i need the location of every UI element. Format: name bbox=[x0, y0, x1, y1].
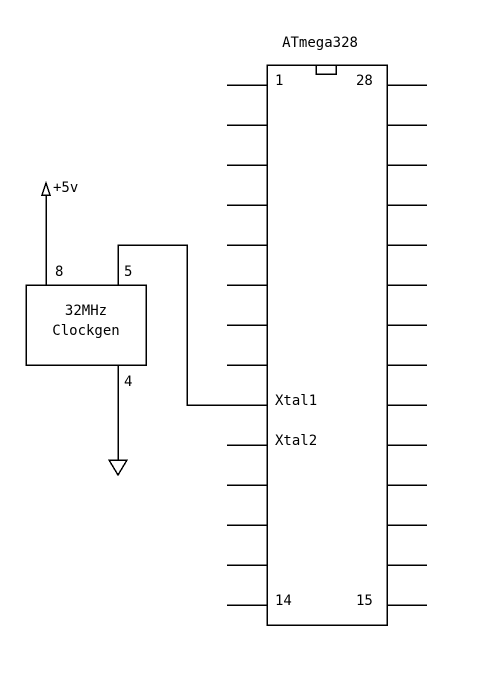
power-label: +5v bbox=[53, 180, 78, 196]
clockgen-pin-8-label: 8 bbox=[55, 264, 63, 280]
clock-to-xtal1-wire bbox=[117, 244, 267, 406]
ground-net bbox=[107, 365, 129, 477]
ground-icon bbox=[107, 459, 129, 477]
clockgen-pin-5-label: 5 bbox=[124, 264, 132, 280]
pin-14-label: 14 bbox=[275, 593, 292, 609]
chip-left-pins bbox=[227, 84, 267, 606]
clockgen-frequency: 32MHz bbox=[65, 303, 107, 319]
chip-body bbox=[266, 64, 388, 626]
clockgen-pin-4-label: 4 bbox=[124, 374, 132, 390]
power-arrow-icon bbox=[40, 180, 52, 196]
chip-name: ATmega328 bbox=[282, 35, 358, 51]
chip-notch bbox=[315, 64, 337, 75]
atmega328-chip: ATmega328 1 28 14 15 Xtal1 Xtal2 bbox=[227, 35, 427, 626]
pin-15-label: 15 bbox=[356, 593, 373, 609]
power-net: +5v bbox=[40, 180, 78, 285]
chip-right-pins bbox=[387, 84, 427, 606]
xtal2-label: Xtal2 bbox=[275, 433, 317, 449]
pin-28-label: 28 bbox=[356, 73, 373, 89]
pin-1-label: 1 bbox=[275, 73, 283, 89]
clock-generator: 32MHz Clockgen 8 5 4 bbox=[25, 264, 147, 390]
clockgen-name: Clockgen bbox=[52, 323, 119, 339]
clockgen-box bbox=[25, 284, 147, 366]
xtal1-label: Xtal1 bbox=[275, 393, 317, 409]
